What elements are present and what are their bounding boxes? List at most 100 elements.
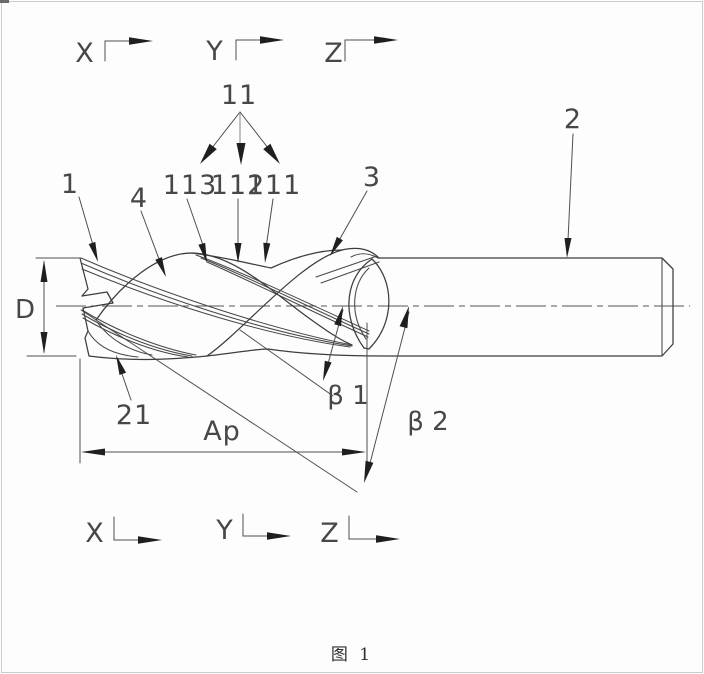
section-arrow-icon bbox=[129, 37, 153, 45]
part-label-1: 1 bbox=[61, 169, 79, 200]
tip-end-face-upper-edge bbox=[79, 257, 89, 297]
dimension-ap: Ap bbox=[79, 322, 368, 464]
part-label-2: 2 bbox=[564, 104, 582, 135]
shank bbox=[378, 257, 674, 357]
angle-arrow-icon bbox=[334, 306, 343, 327]
angle-arrow-icon bbox=[399, 306, 409, 329]
scan-corner-mark bbox=[0, 0, 9, 3]
section-label-z-top: Z bbox=[324, 38, 344, 69]
leader-arrow-icon bbox=[564, 238, 572, 258]
part-label-112: 112 bbox=[211, 170, 266, 201]
section-marker-y-bottom: Y bbox=[215, 513, 291, 546]
leader-line bbox=[336, 190, 368, 245]
dim-arrow-icon bbox=[81, 448, 105, 456]
flute-runout-cap-inner bbox=[354, 267, 370, 340]
angle-arrow-icon bbox=[323, 360, 332, 381]
runout-edge-line1 bbox=[315, 255, 378, 278]
fan-arrow-icon bbox=[263, 143, 280, 164]
label-3: 3 bbox=[330, 162, 380, 256]
runout-edge-line2 bbox=[320, 261, 380, 284]
section-arrow-icon bbox=[267, 532, 291, 540]
dimension-d: D bbox=[15, 257, 80, 357]
flute-surface-curve1 bbox=[95, 252, 353, 346]
flute-runout-cap-left bbox=[348, 258, 373, 349]
section-label-z-bottom: Z bbox=[320, 518, 340, 549]
tip-lower-flute-face bbox=[87, 330, 139, 358]
leader-arrow-icon bbox=[155, 257, 166, 277]
section-label-y-bottom: Y bbox=[215, 515, 234, 546]
section-marker-x-bottom: X bbox=[85, 516, 162, 549]
dim-arrow-icon bbox=[40, 260, 48, 282]
helix-edge-band1-line3 bbox=[81, 268, 351, 348]
flute-surface-curve2 bbox=[206, 247, 380, 357]
beta1-label: β 1 bbox=[327, 381, 368, 411]
leader-arrow-icon bbox=[88, 241, 98, 262]
fan-arrow-icon bbox=[236, 143, 246, 165]
leader-arrow-icon bbox=[330, 236, 343, 256]
label-112: 112 bbox=[211, 170, 266, 263]
helix-edge-band2-line1 bbox=[195, 254, 370, 332]
figure-caption: 图 1 bbox=[331, 645, 373, 665]
section-marker-z-bottom: Z bbox=[320, 515, 400, 549]
runout-lip-arc bbox=[350, 253, 379, 259]
helix-edge-band2-line3 bbox=[206, 261, 369, 338]
leader-line bbox=[140, 210, 163, 268]
section-line-z-bottom bbox=[348, 515, 377, 540]
label-21: 21 bbox=[116, 355, 152, 431]
angle-beta1: β 1 bbox=[323, 306, 369, 411]
section-marker-z-top: Z bbox=[324, 36, 398, 69]
tip-lower-flute-face-inner bbox=[96, 321, 153, 356]
helix-edge-band3-line2 bbox=[81, 313, 193, 357]
dim-ap-label: Ap bbox=[203, 416, 241, 447]
section-arrow-icon bbox=[376, 535, 400, 543]
label-1: 1 bbox=[61, 169, 98, 262]
label-113: 113 bbox=[163, 170, 218, 263]
tip-center-gash-edge bbox=[106, 291, 114, 304]
leader-line bbox=[265, 198, 274, 249]
beta2-arc bbox=[366, 311, 410, 476]
section-line-x-bottom bbox=[113, 516, 139, 541]
part-label-113: 113 bbox=[163, 170, 218, 201]
section-line-x-top bbox=[104, 40, 132, 62]
shank-outline bbox=[378, 257, 674, 357]
helix-edge-band2-line2 bbox=[200, 257, 370, 335]
leader-arrow-icon bbox=[116, 355, 127, 375]
leader-line bbox=[78, 196, 96, 253]
fan-line-left bbox=[207, 111, 241, 154]
label-11-group: 11 bbox=[200, 80, 280, 165]
section-arrow-icon bbox=[260, 36, 284, 44]
leader-line bbox=[186, 198, 205, 249]
section-label-y-top: Y bbox=[205, 36, 224, 67]
flute-runout-cap-right bbox=[363, 258, 390, 350]
part-label-11: 11 bbox=[221, 80, 257, 111]
part-label-21: 21 bbox=[116, 400, 152, 431]
fan-line-right bbox=[239, 111, 273, 154]
angle-arrow-icon bbox=[364, 460, 374, 483]
leader-arrow-icon bbox=[263, 242, 271, 263]
helix-edge-band3-line1 bbox=[81, 309, 197, 356]
section-marker-x-top: X bbox=[75, 37, 153, 69]
leader-line bbox=[567, 133, 574, 241]
section-label-x-bottom: X bbox=[85, 518, 105, 549]
beta2-label: β 2 bbox=[407, 407, 448, 437]
helix-edge-band3-line3 bbox=[82, 317, 189, 358]
leader-line bbox=[120, 370, 132, 401]
helix-edge-band1-line2 bbox=[80, 262, 353, 347]
leader-arrow-icon bbox=[234, 243, 242, 263]
section-label-x-top: X bbox=[75, 38, 95, 69]
part-label-111: 111 bbox=[247, 170, 302, 201]
cutter-body bbox=[79, 247, 662, 361]
section-line-y-bottom bbox=[242, 513, 268, 537]
dim-d-label: D bbox=[15, 295, 35, 325]
leader-arrow-icon bbox=[198, 242, 207, 263]
dim-arrow-icon bbox=[342, 448, 366, 456]
section-line-z-top bbox=[344, 39, 375, 62]
section-line-y-top bbox=[235, 39, 263, 61]
label-4: 4 bbox=[130, 183, 166, 277]
label-111: 111 bbox=[247, 170, 302, 263]
dim-arrow-icon bbox=[40, 332, 48, 354]
edge-extension-line-beta1 bbox=[239, 329, 334, 397]
section-arrow-icon bbox=[374, 36, 398, 44]
